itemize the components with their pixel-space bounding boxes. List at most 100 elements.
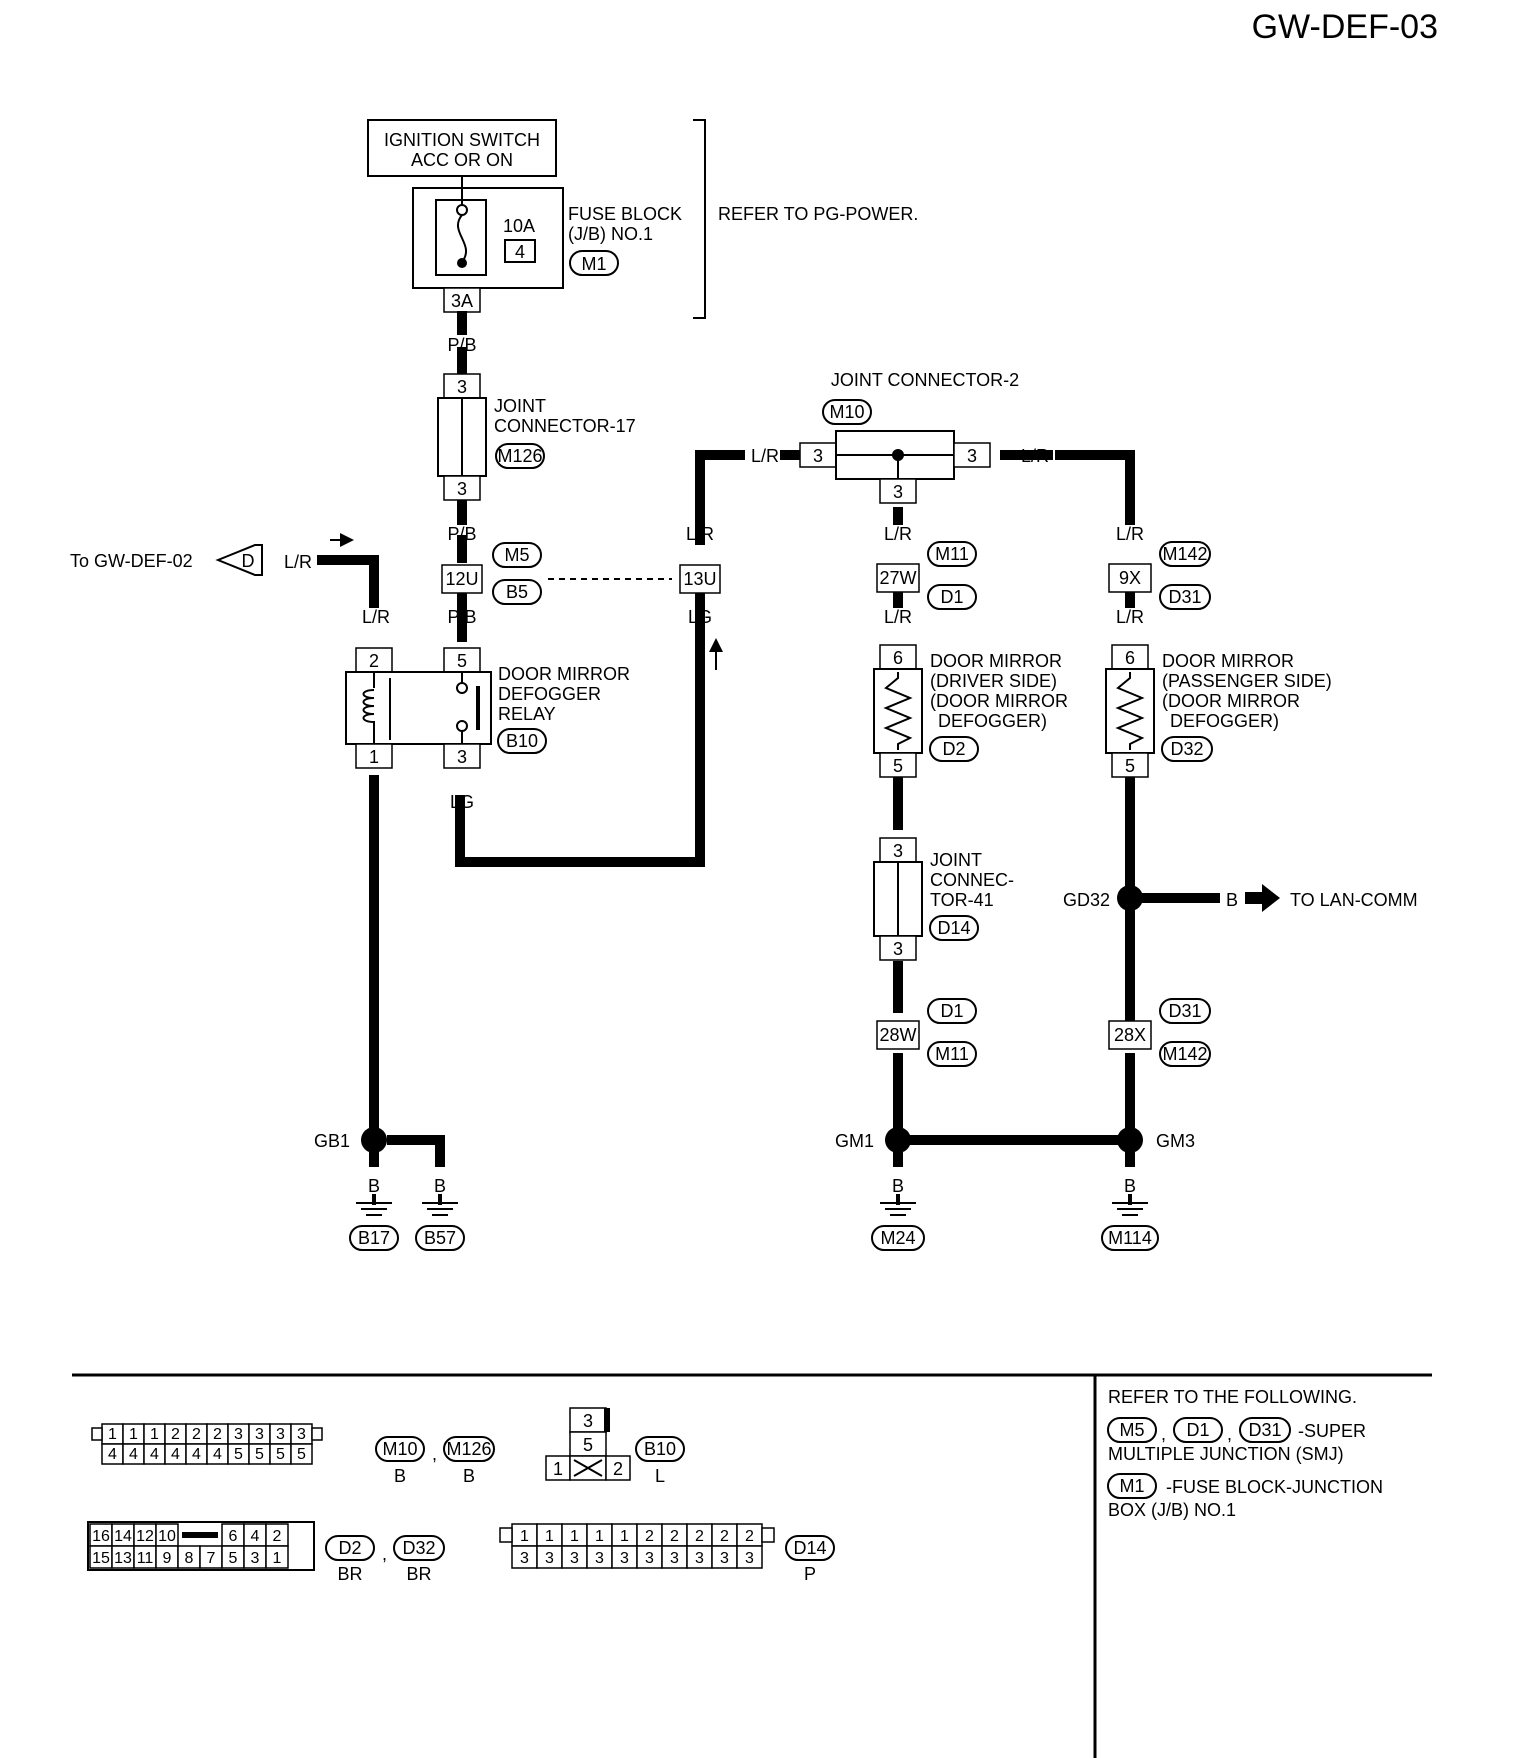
jc41-line1: JOINT xyxy=(930,850,982,870)
refer-comma-2: , xyxy=(1227,1424,1232,1444)
pin-cell: 3 xyxy=(595,1550,604,1567)
jc41-line3: TOR-41 xyxy=(930,890,994,910)
jc41-pin-top: 3 xyxy=(893,841,903,861)
smj-left: 12U M5 B5 13U xyxy=(441,542,721,605)
fuse-top-icon xyxy=(456,204,468,216)
pin-cell: 3 xyxy=(695,1550,704,1567)
pin-cell: 6 xyxy=(229,1528,238,1545)
pin-cell: 8 xyxy=(185,1550,194,1567)
ground-icon xyxy=(1112,1194,1148,1216)
pin-cell: 4 xyxy=(251,1528,260,1545)
lan-arrow-icon xyxy=(1245,884,1280,912)
jc41-pin-bottom: 3 xyxy=(893,939,903,959)
pin-cell: 11 xyxy=(137,1550,154,1567)
wire-lr-driver-2: L/R xyxy=(884,607,912,627)
offpage-connector[interactable]: To GW-DEF-02 D xyxy=(70,533,354,576)
jc2-pin-right: 3 xyxy=(967,446,977,466)
jc41-line2: CONNEC- xyxy=(930,870,1014,890)
pin-cell: 4 xyxy=(150,1446,159,1463)
pin-cell: 1 xyxy=(595,1528,604,1545)
pin-cell: 1 xyxy=(570,1528,579,1545)
refer-line2: MULTIPLE JUNCTION (SMJ) xyxy=(1108,1444,1344,1464)
pin-cell: 12 xyxy=(136,1528,154,1545)
smj-conn-m5: M5 xyxy=(504,545,529,565)
relay-line1: DOOR MIRROR xyxy=(498,664,630,684)
ground-m114: M114 xyxy=(1108,1228,1152,1248)
latch-tab xyxy=(761,1527,775,1543)
wires xyxy=(317,311,1220,1167)
ground-icon xyxy=(356,1194,392,1216)
ignition-line1: IGNITION SWITCH xyxy=(384,130,540,150)
ground-b57: B57 xyxy=(424,1228,456,1248)
pin-cell: 5 xyxy=(276,1446,285,1463)
pin-cell: 2 xyxy=(273,1528,282,1545)
pin-cell: 10 xyxy=(158,1528,176,1545)
pin-cell: 2 xyxy=(171,1426,180,1443)
pin-cell: 14 xyxy=(114,1528,132,1545)
fuse-label2: (J/B) NO.1 xyxy=(568,224,653,244)
driver-line2: (DRIVER SIDE) xyxy=(930,671,1057,691)
wire-b-lan: B xyxy=(1226,890,1238,910)
pass-pin-5: 5 xyxy=(1125,756,1135,776)
pin-cell: 3 xyxy=(545,1550,554,1567)
offpage-label[interactable]: To GW-DEF-02 xyxy=(70,551,193,571)
driver-pin-6: 6 xyxy=(893,648,903,668)
relay-switch-icon xyxy=(476,686,480,730)
pass-term-28x: 28X xyxy=(1114,1025,1146,1045)
pin-cell: 4 xyxy=(108,1446,117,1463)
conn-a-ref1: M10 xyxy=(382,1439,417,1459)
pin-cell: 3 xyxy=(620,1550,629,1567)
fuse-bottom-icon xyxy=(457,258,467,268)
lan-label[interactable]: TO LAN-COMM xyxy=(1290,890,1418,910)
pin-cell: 1 xyxy=(150,1426,159,1443)
driver-connector-ref: D2 xyxy=(942,739,965,759)
pin-cell: 4 xyxy=(129,1446,138,1463)
offpage-marker: D xyxy=(242,551,255,571)
wire-b-m114: B xyxy=(1124,1176,1136,1196)
fuse-number: 4 xyxy=(515,242,525,262)
conn-b-left: 1 xyxy=(553,1459,563,1479)
conn-a-comma: , xyxy=(432,1444,437,1464)
latch-tab xyxy=(499,1527,513,1543)
offpage-arrow-icon xyxy=(340,533,354,547)
driver-conn-m11-bot: M11 xyxy=(935,1044,969,1064)
pass-term-9x: 9X xyxy=(1119,568,1141,588)
jc2-label: JOINT CONNECTOR-2 xyxy=(831,370,1019,390)
pin-cell: 1 xyxy=(273,1550,282,1567)
conn-a-ref2: M126 xyxy=(446,1439,491,1459)
pass-conn-m142-bot: M142 xyxy=(1162,1044,1207,1064)
conn-c-comma: , xyxy=(382,1544,387,1564)
wire-pb-1: P/B xyxy=(447,335,476,355)
smj-term-13u: 13U xyxy=(683,569,716,589)
relay-coil-icon xyxy=(362,689,375,728)
pin-cell: 1 xyxy=(129,1426,138,1443)
conn-a-color2: B xyxy=(463,1466,475,1486)
fuse-connector-ref: M1 xyxy=(581,254,606,274)
relay-connector-ref: B10 xyxy=(506,731,538,751)
pin-cell: 3 xyxy=(234,1426,243,1443)
gm3-label: GM3 xyxy=(1156,1131,1195,1151)
lan-comm-link[interactable]: GD32 TO LAN-COMM xyxy=(1063,884,1418,912)
refer-conn-d31: D31 xyxy=(1248,1420,1281,1440)
pass-line4: DEFOGGER) xyxy=(1170,711,1279,731)
relay-pin-5: 5 xyxy=(457,651,467,671)
wire-b-driver-1: B xyxy=(892,792,904,812)
jc2-connector-ref: M10 xyxy=(829,402,864,422)
fuse-amp: 10A xyxy=(503,216,535,236)
wire-b-b17: B xyxy=(368,1176,380,1196)
refer-comma-1: , xyxy=(1161,1424,1166,1444)
connector-view-b10: 3 5 1 2 B10 L xyxy=(545,1407,685,1486)
wire-b-driver-3: B xyxy=(892,1064,904,1084)
gm1-label: GM1 xyxy=(835,1131,874,1151)
wire-lr-offpage: L/R xyxy=(284,552,312,572)
pin-cell: 5 xyxy=(297,1446,306,1463)
passenger-side-chain: 9X M142 D31 6 5 DOOR MIRROR (PASSENGER S… xyxy=(1105,541,1332,1067)
connector-frame xyxy=(87,1521,315,1571)
refer-conn-m5: M5 xyxy=(1119,1420,1144,1440)
pin-cell: 1 xyxy=(520,1528,529,1545)
pin-cell: 13 xyxy=(114,1550,132,1567)
ground-icon xyxy=(422,1194,458,1216)
